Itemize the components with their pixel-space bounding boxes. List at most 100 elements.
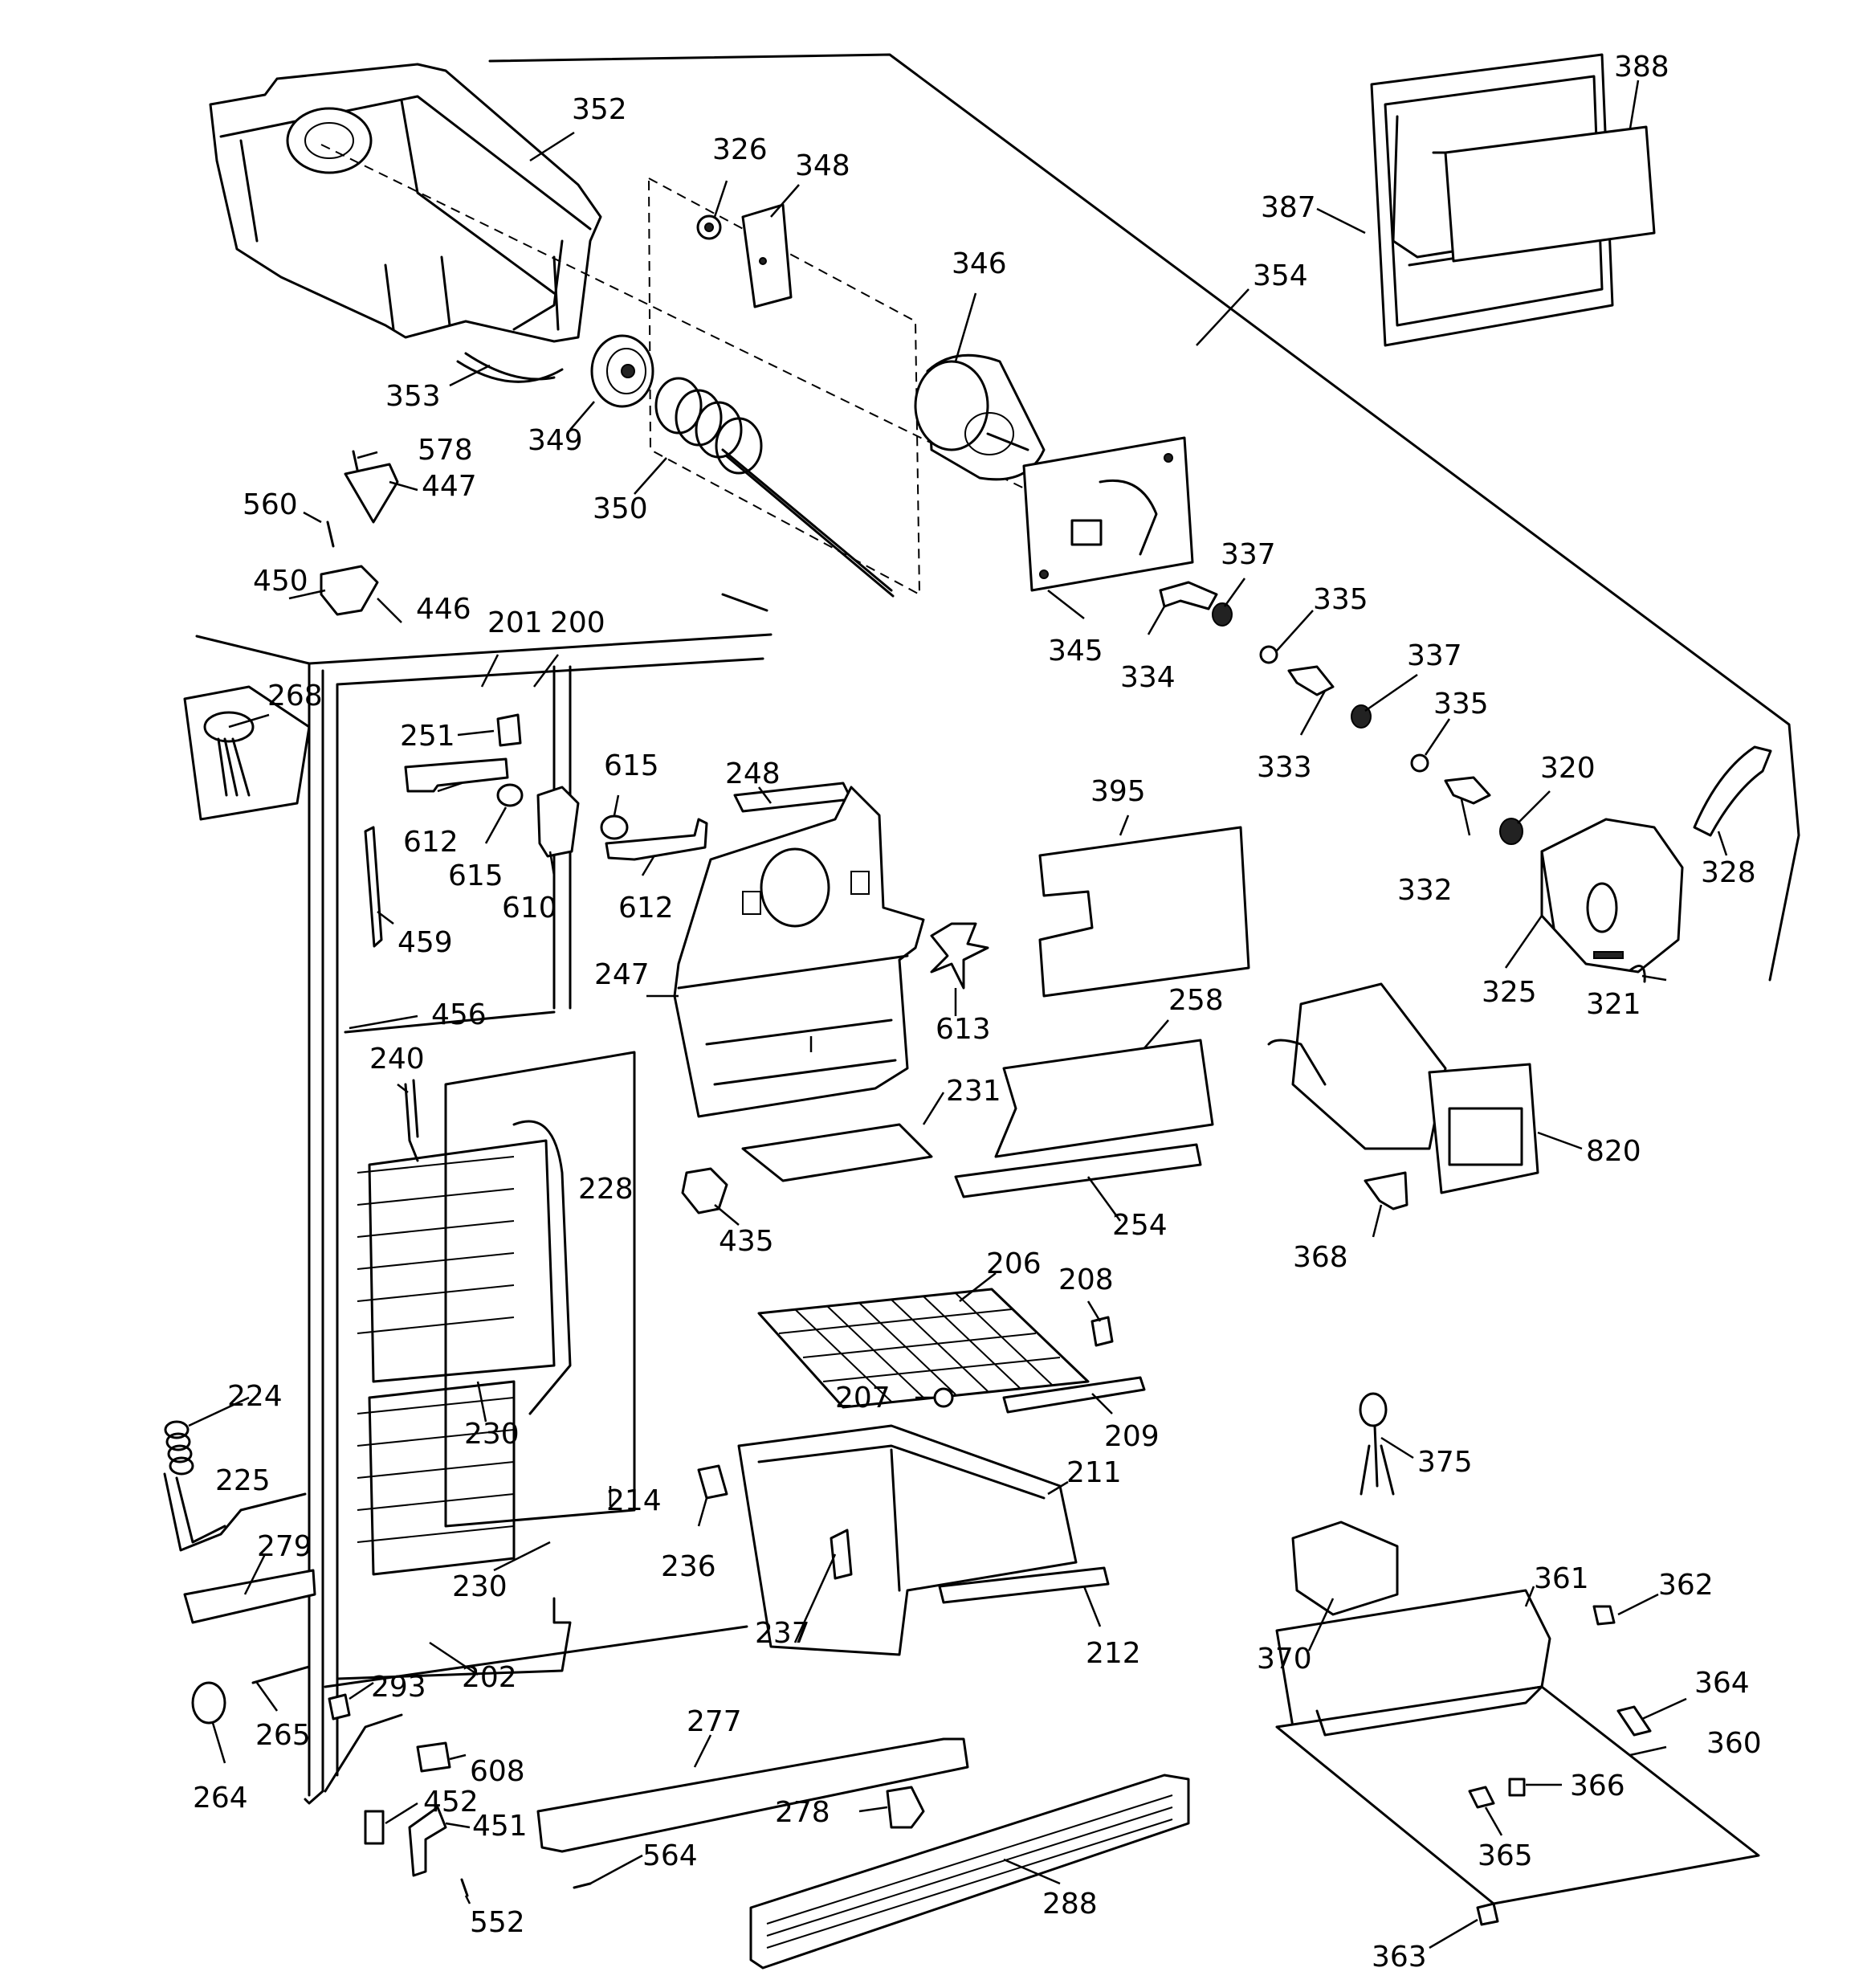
label-335a: 335 <box>1313 583 1368 616</box>
clip-321 <box>1629 964 1646 983</box>
label-335b: 335 <box>1433 688 1489 720</box>
label-363: 363 <box>1372 1941 1427 1974</box>
blade-348 <box>741 203 793 308</box>
label-564: 564 <box>642 1839 698 1872</box>
drum-346 <box>914 353 1046 481</box>
label-613: 613 <box>936 1013 991 1046</box>
label-353: 353 <box>385 380 441 413</box>
part-435 <box>681 1167 728 1214</box>
label-288: 288 <box>1042 1888 1098 1921</box>
auger-350 <box>654 377 895 598</box>
label-320: 320 <box>1540 752 1596 785</box>
part-labels: 352 326 348 346 388 387 354 353 349 350 … <box>193 51 1762 1974</box>
link-334 <box>1159 581 1218 610</box>
label-228: 228 <box>578 1173 634 1206</box>
label-364: 364 <box>1694 1667 1750 1700</box>
housing-361 <box>1275 1589 1551 1729</box>
label-326: 326 <box>712 133 768 166</box>
label-368: 368 <box>1293 1241 1348 1274</box>
switch-610 <box>536 786 580 858</box>
icemaker-820 <box>1267 982 1539 1194</box>
clip-208 <box>1090 1316 1114 1347</box>
label-820: 820 <box>1586 1135 1641 1168</box>
label-254: 254 <box>1112 1209 1168 1242</box>
label-388: 388 <box>1614 51 1669 84</box>
label-349: 349 <box>528 424 583 457</box>
stop-207 <box>933 1387 954 1408</box>
part-615b <box>600 814 629 840</box>
label-206: 206 <box>986 1247 1042 1280</box>
label-230a: 230 <box>464 1418 520 1451</box>
washer-335a <box>1259 645 1278 664</box>
panel-395 <box>1038 826 1250 998</box>
label-325: 325 <box>1482 976 1537 1009</box>
label-334: 334 <box>1120 661 1176 694</box>
label-258: 258 <box>1168 984 1224 1017</box>
label-231: 231 <box>946 1075 1001 1108</box>
part-251 <box>496 713 522 747</box>
label-348: 348 <box>795 149 850 182</box>
screw-578 <box>352 450 359 471</box>
label-208: 208 <box>1058 1263 1114 1296</box>
shelf-206 <box>757 1288 1090 1409</box>
label-612a: 612 <box>403 826 459 859</box>
hinge-451 <box>408 1806 447 1877</box>
ice-bucket-352 <box>209 63 602 343</box>
label-279: 279 <box>257 1530 312 1563</box>
part-293 <box>328 1693 351 1721</box>
label-337b: 337 <box>1407 639 1462 672</box>
wire-353 <box>456 352 564 383</box>
label-202: 202 <box>462 1661 517 1694</box>
label-608: 608 <box>470 1755 525 1788</box>
label-447: 447 <box>422 470 477 503</box>
evaporator-228 <box>357 1051 636 1576</box>
part-375 <box>1359 1392 1395 1496</box>
label-615b: 615 <box>448 859 503 892</box>
duct-247 <box>673 786 925 1118</box>
label-201: 201 <box>487 606 543 639</box>
rail-279 <box>183 1569 316 1624</box>
rail-254 <box>954 1143 1202 1198</box>
label-366: 366 <box>1570 1770 1625 1802</box>
label-200: 200 <box>550 606 605 639</box>
bracket-447 <box>344 463 399 524</box>
cover-258 <box>994 1039 1214 1158</box>
motor-325 <box>1540 818 1684 974</box>
label-450: 450 <box>253 565 308 598</box>
part-608 <box>416 1741 451 1773</box>
label-207: 207 <box>835 1382 891 1414</box>
grille-288 <box>749 1774 1190 1970</box>
bracket-368 <box>1364 1171 1408 1210</box>
label-209: 209 <box>1104 1420 1160 1453</box>
link-332 <box>1444 776 1491 805</box>
label-333: 333 <box>1257 751 1312 784</box>
label-212: 212 <box>1086 1637 1141 1670</box>
label-278: 278 <box>775 1796 830 1829</box>
label-354: 354 <box>1253 259 1308 292</box>
label-350: 350 <box>593 492 648 525</box>
part-615a <box>496 783 524 807</box>
bar-277 <box>536 1737 969 1853</box>
hinge-446 <box>320 565 379 616</box>
part-364 <box>1616 1705 1652 1737</box>
label-230b: 230 <box>452 1570 508 1603</box>
label-332: 332 <box>1397 874 1453 907</box>
handle-212 <box>938 1566 1110 1604</box>
part-278 <box>886 1786 925 1829</box>
part-236 <box>697 1464 728 1500</box>
label-237: 237 <box>755 1617 810 1650</box>
bracket-612a <box>404 757 509 793</box>
label-293: 293 <box>371 1671 426 1704</box>
cabinet-frame <box>195 593 773 1805</box>
part-366 <box>1508 1778 1526 1797</box>
part-231 <box>741 1123 933 1182</box>
link-333 <box>1287 665 1335 696</box>
label-214: 214 <box>606 1484 662 1517</box>
label-265: 265 <box>255 1719 311 1752</box>
label-362: 362 <box>1658 1569 1714 1602</box>
fan-613 <box>930 922 989 990</box>
label-268: 268 <box>267 680 323 712</box>
motor-370 <box>1291 1521 1399 1616</box>
compartment-outline <box>488 53 1800 982</box>
label-251: 251 <box>400 720 455 753</box>
